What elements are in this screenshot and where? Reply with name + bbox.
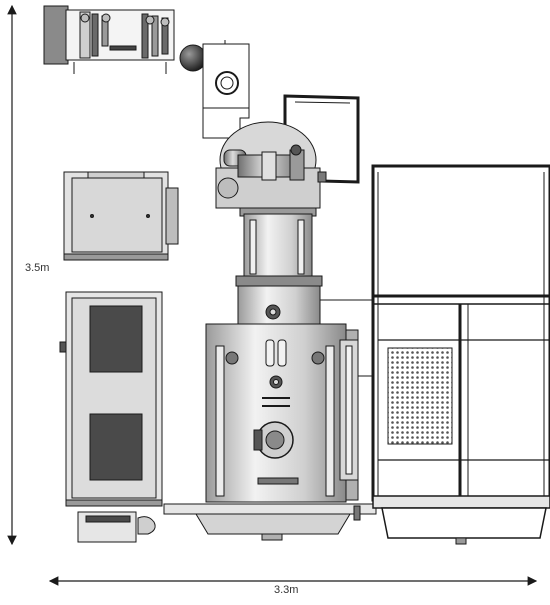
cabinet-panel-upper — [89, 305, 143, 373]
duct-box — [202, 43, 250, 139]
skid-base — [163, 503, 377, 541]
base-bracket — [77, 511, 156, 543]
boiler-head — [215, 121, 327, 209]
blower-unit — [63, 171, 179, 261]
frame-cabinet — [371, 164, 550, 545]
cabinet-panel-lower — [89, 413, 143, 481]
width-dimension-label: 3.3m — [274, 584, 299, 596]
control-cabinet — [59, 291, 163, 507]
boiler-body — [205, 323, 359, 503]
mesh-grille — [387, 347, 453, 445]
valve-manifold-panel — [43, 5, 175, 74]
height-dimension-label: 3.5m — [25, 262, 50, 274]
flue-cylinder — [235, 207, 323, 327]
sensor-icon — [290, 144, 302, 156]
connecting-pipe — [320, 299, 373, 377]
